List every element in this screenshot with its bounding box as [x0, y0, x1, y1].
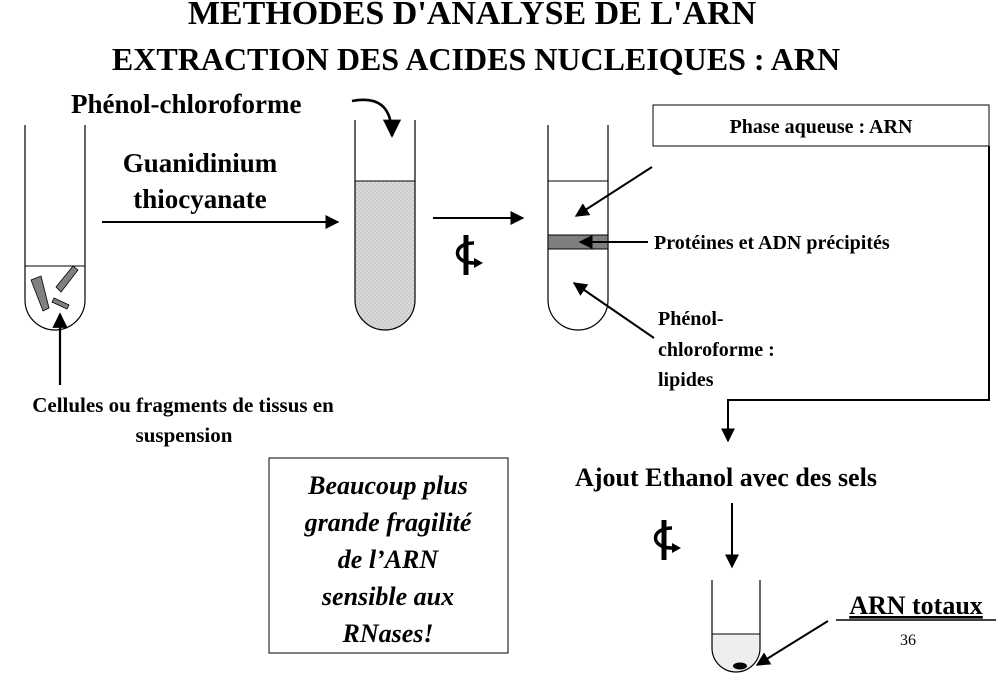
note-line-3: de l’ARN [338, 545, 440, 574]
page-number: 36 [900, 632, 916, 649]
title-line-2: EXTRACTION DES ACIDES NUCLEIQUES : ARN [112, 41, 840, 77]
phenol-lipides-line-1: Phénol- [658, 308, 724, 330]
note-line-5: RNases! [341, 619, 433, 648]
note-line-1: Beaucoup plus [307, 471, 468, 500]
title-line-1: METHODES D'ANALYSE DE L'ARN [188, 0, 757, 32]
phase-aqueuse-box [652, 104, 990, 147]
note-line-4: sensible aux [321, 582, 454, 611]
centrifuge-icon [653, 520, 681, 560]
proteines-adn-label: Protéines et ADN précipités [654, 232, 890, 254]
phenol-lipides-line-2: chloroforme : [658, 339, 775, 361]
note-box [268, 457, 509, 654]
arrow-phenol-phase [572, 282, 655, 339]
rna-pellet [733, 662, 747, 670]
tube-rna [711, 580, 761, 673]
arrow-rna-pellet [755, 620, 829, 666]
arrow-aqueous-phase [574, 166, 653, 217]
cellules-label-line-1: Cellules ou fragments de tissus en [32, 393, 334, 417]
tube-phenol [354, 120, 416, 331]
tissue-fragment [30, 275, 50, 312]
guanidinium-label-line-2: thiocyanate [133, 184, 267, 214]
tube-cells [24, 125, 86, 331]
phenol-lipides-line-3: lipides [658, 369, 714, 391]
cellules-label-line-2: suspension [136, 423, 233, 447]
arrow-phenol [351, 98, 402, 138]
phenol-chloroforme-label: Phénol-chloroforme [71, 89, 301, 119]
note-line-2: grande fragilité [304, 508, 473, 537]
tissue-fragment [51, 297, 70, 310]
tissue-fragment [55, 265, 79, 293]
centrifuge-icon [455, 235, 483, 275]
tube-phases [547, 125, 609, 331]
guanidinium-label-line-1: Guanidinium [123, 148, 278, 178]
phase-aqueuse-label: Phase aqueuse : ARN [730, 116, 913, 138]
connector-aqueous-to-ethanol [721, 146, 990, 443]
ajout-ethanol-label: Ajout Ethanol avec des sels [575, 463, 877, 492]
arn-totaux-label: ARN totaux [849, 591, 983, 620]
